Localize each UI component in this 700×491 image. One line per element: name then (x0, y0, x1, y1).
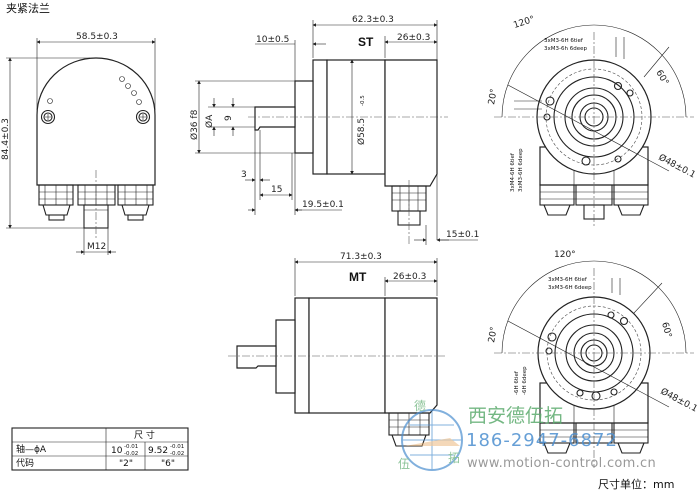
connector (388, 412, 430, 447)
end-view-bottom: 120° 60° 20° 3xM3-6H 6tief 3xM3-6H 6deep… (487, 250, 699, 468)
table-cell: "6" (161, 459, 175, 469)
view-label-mt: MT (349, 270, 367, 284)
view-label-st: ST (358, 35, 374, 49)
dim-width: 58.5±0.3 (76, 32, 118, 42)
thread-note: 3xM3-6H 6tief (544, 38, 584, 44)
dim-body-dia: Ø58.5 (356, 118, 367, 145)
table-cell: 10 (111, 446, 123, 456)
dim-shaft-len: 19.5±0.1 (302, 200, 344, 210)
led-indicators (47, 76, 142, 105)
watermark-company: 西安德伍拓 (468, 405, 563, 427)
screw-icon (40, 109, 56, 125)
dim-overall: 71.3±0.3 (340, 252, 382, 262)
end-view-top: 120° 60° 20° 3xM3-6H 6tief 3xM3-6h 6deep… (487, 15, 697, 227)
dim-body-dia-tol: -0.5 (360, 95, 366, 106)
dim-shaft-dia: ØA (204, 114, 215, 128)
dim-connector-offset: 15±0.1 (446, 230, 479, 240)
thread-note: 3xM3-6H 6tief (548, 277, 588, 283)
thread-note: 3xM3-6h 6deep (544, 46, 587, 52)
thread-note: -6H 6deep (522, 366, 528, 395)
table-cell: "2" (119, 459, 133, 469)
dim-height: 84.4±0.3 (1, 118, 11, 160)
dim-flat: 9 (224, 115, 234, 121)
table-cell-tol: -0.01 (124, 444, 138, 450)
table-cell-tol: -0.01 (170, 444, 184, 450)
angle-60: 60° (653, 69, 670, 88)
dim-3: 3 (241, 170, 247, 180)
st-side-view: 62.3±0.3 ST 26±0.3 10±0.5 Ø36 f8 ØA 9 Ø5… (189, 15, 479, 245)
company-logo: 德 伍 拓 (398, 398, 463, 471)
dim-hub-dia: Ø36 f8 (189, 109, 200, 140)
mt-side-view: 71.3±0.3 MT 26±0.3 (228, 252, 445, 447)
thread-note: 3xM4-6H 6tief (510, 152, 516, 192)
dim-overall: 62.3±0.3 (352, 15, 394, 25)
table-header: 尺 寸 (134, 429, 155, 441)
unit-note: 尺寸单位：mm (598, 477, 674, 491)
dim-rear: 26±0.3 (393, 272, 426, 282)
angle-20: 20° (487, 88, 500, 105)
table-row-label: 代码 (16, 458, 34, 469)
svg-text:拓: 拓 (448, 451, 460, 465)
svg-text:德: 德 (414, 398, 426, 413)
mounting-holes (545, 311, 629, 401)
angle-20: 20° (487, 326, 500, 343)
svg-text:伍: 伍 (398, 457, 410, 471)
angle-60: 60° (659, 321, 673, 339)
front-view: 58.5±0.3 84.4±0.3 M12 (1, 32, 156, 255)
thread-note: 3xM3-6H 6deep (518, 148, 524, 192)
angle-120: 120° (554, 250, 576, 260)
angle-120: 120° (512, 15, 536, 31)
table-cell-tol: -0.02 (124, 451, 138, 457)
watermark-phone: 186-2947-6872 (466, 430, 618, 451)
watermark: 德 伍 拓 西安德伍拓 186-2947-6872 www.motion-con… (398, 398, 656, 471)
dim-pcd: Ø48±0.1 (659, 386, 700, 415)
dim-flange: 10±0.5 (256, 35, 289, 45)
dim-rear: 26±0.3 (397, 33, 430, 43)
table-cell: 9.52 (148, 446, 168, 456)
cable-glands (38, 184, 154, 229)
table-cell-tol: -0.02 (170, 451, 184, 457)
thread-note: 3xM3-6H 6deep (548, 285, 592, 291)
page-title: 夹紧法兰 (6, 1, 50, 15)
table-row-label: 轴—ϕA (16, 443, 47, 455)
dim-connector: M12 (87, 242, 106, 252)
screw-icon (135, 109, 151, 125)
dim-15: 15 (271, 185, 282, 195)
thread-note: -6H 6tief (514, 370, 520, 395)
dim-pcd: Ø48±0.1 (657, 152, 698, 181)
connector (391, 180, 427, 245)
shaft-size-table: 尺 寸 轴—ϕA 10 -0.01 -0.02 9.52 -0.01 -0.02… (11, 427, 189, 471)
watermark-url: www.motion-control.com.cn (467, 456, 656, 471)
